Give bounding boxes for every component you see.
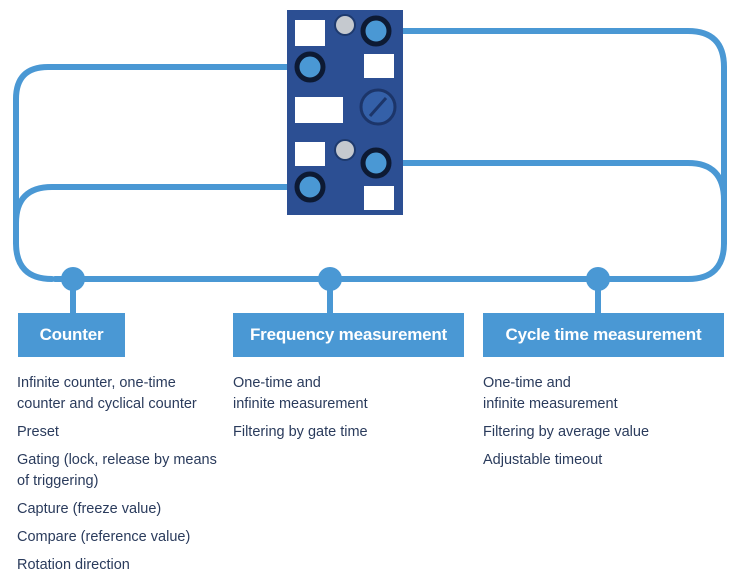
list-item: Gating (lock, release by means of trigge…	[17, 452, 217, 489]
junction-dot-counter	[61, 267, 85, 291]
frequency-measurement-box: Frequency measurement	[233, 313, 464, 357]
list-item: Adjustable timeout	[483, 452, 603, 468]
cycle-time-measurement-box: Cycle time measurement	[483, 313, 724, 357]
counter-box: Counter	[18, 313, 125, 357]
junction-dot-cycle	[586, 267, 610, 291]
frequency-measurement-title: Frequency measurement	[249, 325, 448, 344]
frequency-feature-list: One-time and infinite measurement Filter…	[233, 373, 463, 450]
io-module-icon	[287, 10, 403, 215]
cycle-time-measurement-title: Cycle time measurement	[505, 325, 702, 344]
list-item: Capture (freeze value)	[17, 501, 162, 517]
list-item: Filtering by average value	[483, 424, 650, 440]
list-item: Infinite counter, one-time counter and c…	[17, 375, 197, 412]
list-item: Filtering by gate time	[233, 424, 368, 440]
counter-title: Counter	[39, 325, 104, 344]
connector-line-left-outer	[13, 64, 313, 282]
list-item: One-time and infinite measurement	[483, 375, 618, 412]
socket-right-lower	[360, 147, 392, 179]
list-item: Preset	[17, 424, 59, 440]
counter-feature-list: Infinite counter, one-time counter and c…	[17, 373, 232, 583]
list-item: Compare (reference value)	[17, 529, 191, 545]
socket-left-lower	[294, 171, 326, 203]
list-item: Rotation direction	[17, 557, 130, 573]
cycle-time-feature-list: One-time and infinite measurement Filter…	[483, 373, 723, 478]
socket-left-upper	[294, 51, 326, 83]
list-item: One-time and infinite measurement	[233, 375, 368, 412]
junction-dot-frequency	[318, 267, 342, 291]
connector-line-left-inner	[13, 184, 313, 246]
connector-line-top-right	[373, 28, 727, 246]
socket-top-right	[360, 15, 392, 47]
